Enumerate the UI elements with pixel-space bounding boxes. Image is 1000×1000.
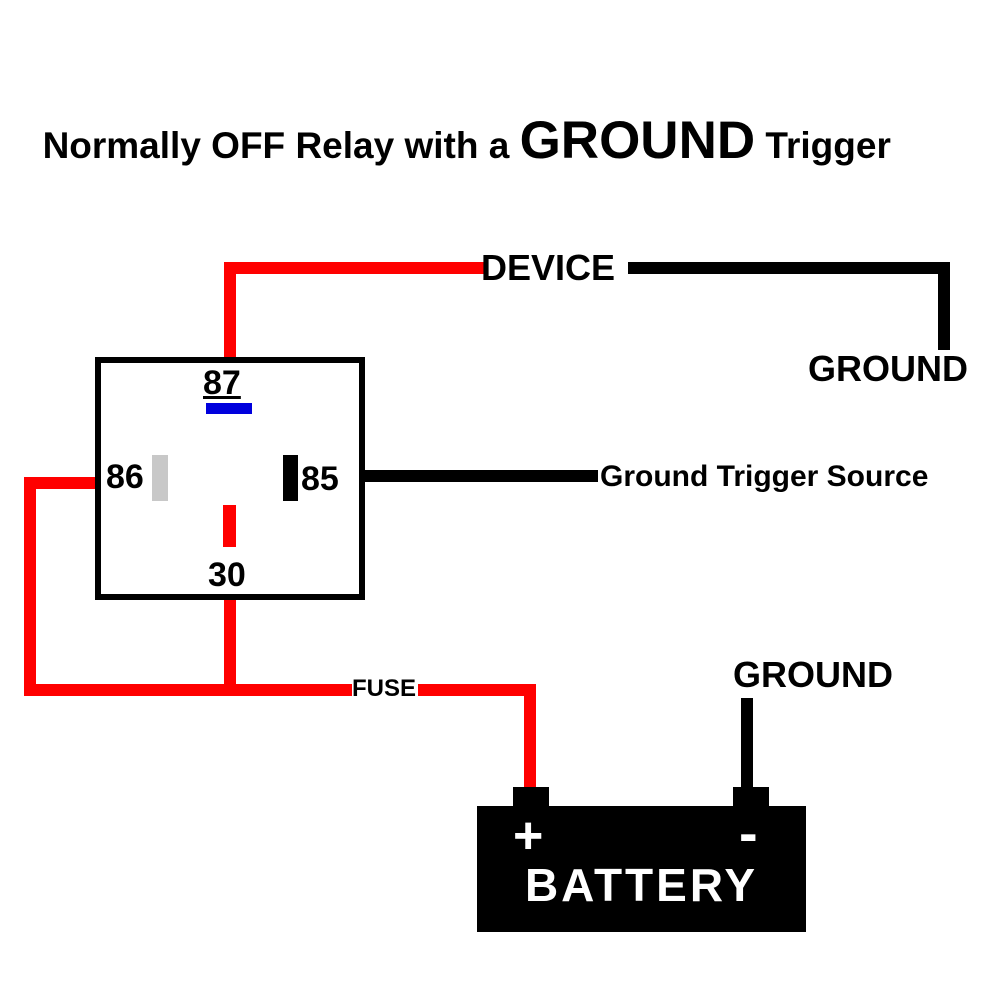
wire-pin85-trigger [365,470,598,482]
wire-pin87-to-device-horizontal [224,262,486,274]
wire-pin86-left-horizontal [24,477,99,489]
ground-top-right-label: GROUND [808,348,968,389]
title-suffix: Trigger [755,125,891,166]
wire-battery-negative-ground [741,698,753,806]
wire-fuse-to-battery [418,684,534,696]
wire-left-vertical [24,477,36,696]
wire-bottom-to-fuse [24,684,352,696]
title-prefix: Normally OFF Relay with a [42,125,520,166]
diagram-title: Normally OFF Relay with a GROUND Trigger [22,68,891,171]
title-emphasis: GROUND [519,111,756,170]
wire-device-to-ground-vertical [938,262,950,350]
pin30-label: 30 [208,556,246,594]
battery: + - BATTERY [477,801,806,932]
wire-battery-positive-vertical [524,684,536,806]
pin86-label: 86 [106,458,144,496]
pin85-terminal-indicator [283,455,298,501]
pin87-terminal-indicator [206,403,252,414]
battery-negative-terminal [733,787,769,807]
relay-box [95,357,365,600]
fuse-label: FUSE [352,675,417,702]
battery-plus-sign: + [513,807,544,865]
battery-minus-sign: - [739,801,758,864]
pin86-terminal-indicator [152,455,168,501]
battery-positive-terminal [513,787,549,807]
ground-bottom-label: GROUND [733,654,893,695]
device-label: DEVICE [481,247,616,288]
pin87-label: 87 [203,364,241,402]
pin30-terminal-indicator [223,505,236,547]
wire-pin30-vertical [224,598,236,696]
wire-pin87-to-device-vertical [224,262,236,362]
ground-trigger-source-label: Ground Trigger Source [600,460,929,493]
wire-device-to-ground-horizontal [628,262,950,274]
pin85-label: 85 [301,460,339,498]
battery-label: BATTERY [524,859,759,911]
